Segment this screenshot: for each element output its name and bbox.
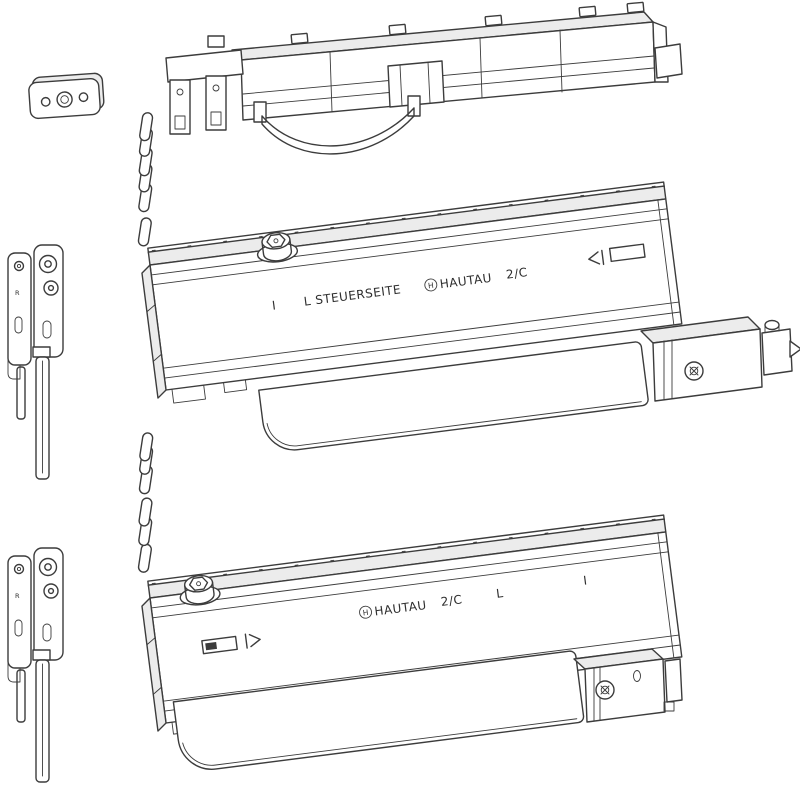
plate-hole-left xyxy=(40,96,51,107)
wall-bracket-top xyxy=(7,244,64,480)
rail-left-end xyxy=(141,597,167,732)
rail-tick-mark: I xyxy=(271,298,277,312)
mounting-plate-front-face xyxy=(28,77,101,120)
hanger-slot xyxy=(139,112,154,142)
mounting-plate xyxy=(28,72,105,120)
carriage-clip xyxy=(484,14,503,27)
end-pin-side xyxy=(764,324,780,333)
carriage-assembly xyxy=(165,1,683,155)
end-cap-ridges xyxy=(663,339,673,400)
prong-slot xyxy=(174,115,186,130)
end-clip-block xyxy=(664,658,683,703)
screw-cross-slot xyxy=(600,685,610,695)
vent-slot xyxy=(633,670,641,682)
hanger-slot xyxy=(139,432,154,462)
end-clip-point xyxy=(789,340,800,358)
adjustment-knob xyxy=(256,231,299,263)
carriage-bow-strap xyxy=(261,107,415,155)
adjustment-knob xyxy=(179,574,221,606)
end-pin xyxy=(764,319,780,331)
hanger-slot xyxy=(138,497,153,527)
rail-feet xyxy=(171,379,248,404)
carriage-clip xyxy=(290,32,309,45)
drive-end-cap-top xyxy=(640,316,800,402)
side-label: L xyxy=(495,586,504,601)
damper-inner-line xyxy=(266,401,642,447)
label-window-fill xyxy=(205,641,218,651)
knob-center xyxy=(196,581,202,587)
rail-grooves xyxy=(150,541,681,712)
prong-slot xyxy=(210,111,222,126)
rail-right-end-line xyxy=(657,199,675,326)
carriage-clip xyxy=(388,23,407,36)
brand-mark-circle xyxy=(359,605,373,619)
plate-hole-center-inner xyxy=(60,95,69,104)
rail-assembly-bottom: H HAUTAU 2/C L I xyxy=(137,432,683,770)
brand-label: HAUTAU xyxy=(439,271,493,292)
rail-end-steps xyxy=(146,637,162,695)
rail-left-end xyxy=(141,264,167,399)
carriage-seam-lines xyxy=(329,29,563,113)
rail-right-end-line xyxy=(657,532,675,659)
plate-hole-right xyxy=(78,92,89,103)
carriage-prong xyxy=(169,79,191,135)
rail-grooves xyxy=(150,208,681,379)
screw-socket xyxy=(600,685,610,695)
carriage-clip xyxy=(626,1,645,14)
carriage-clip-left xyxy=(207,35,225,48)
carriage-left-bracket xyxy=(165,49,244,83)
direction-arrow-icon xyxy=(588,249,605,266)
damper-inner-line xyxy=(182,718,578,766)
screw-cross-slot xyxy=(689,366,699,376)
brand-mark-letter: H xyxy=(362,608,369,618)
rail-end-steps xyxy=(146,304,162,362)
rivet-hole xyxy=(176,88,184,96)
rivet-hole xyxy=(212,84,220,92)
label-window xyxy=(608,243,646,263)
brand-mark-letter: H xyxy=(428,281,435,291)
hanger-slot xyxy=(137,543,152,573)
rail-assembly-top: I L STEUERSEITE H HAUTAU 2/C xyxy=(137,112,683,451)
knob-hex xyxy=(188,576,209,591)
end-foot xyxy=(663,701,675,712)
carriage-end-step xyxy=(654,43,683,79)
wall-bracket-bottom xyxy=(7,547,64,783)
brand-label: HAUTAU xyxy=(374,598,428,619)
plate-hole-center-outer xyxy=(56,91,73,108)
damper-body xyxy=(258,341,649,451)
model-label: 2/C xyxy=(440,592,463,609)
end-cap-front-face xyxy=(652,328,763,402)
knob-center xyxy=(273,238,279,244)
model-label: 2/C xyxy=(505,265,528,282)
damper-body xyxy=(172,650,585,770)
carriage-prong xyxy=(205,75,227,131)
drive-end-cap-bottom xyxy=(573,648,683,723)
carriage-clip xyxy=(578,5,597,18)
center-block-lines xyxy=(399,61,431,107)
screw-socket xyxy=(689,366,699,376)
end-cap-front-face xyxy=(584,658,666,723)
end-clip-block xyxy=(761,328,793,376)
carriage-channel-lines xyxy=(242,55,655,107)
rail-tick-mark: I xyxy=(582,573,588,587)
direction-arrow-icon xyxy=(244,633,261,649)
hanger-slot xyxy=(137,217,152,247)
brand-mark-circle xyxy=(424,278,438,292)
knob-hex xyxy=(266,233,286,249)
label-window xyxy=(201,635,238,655)
